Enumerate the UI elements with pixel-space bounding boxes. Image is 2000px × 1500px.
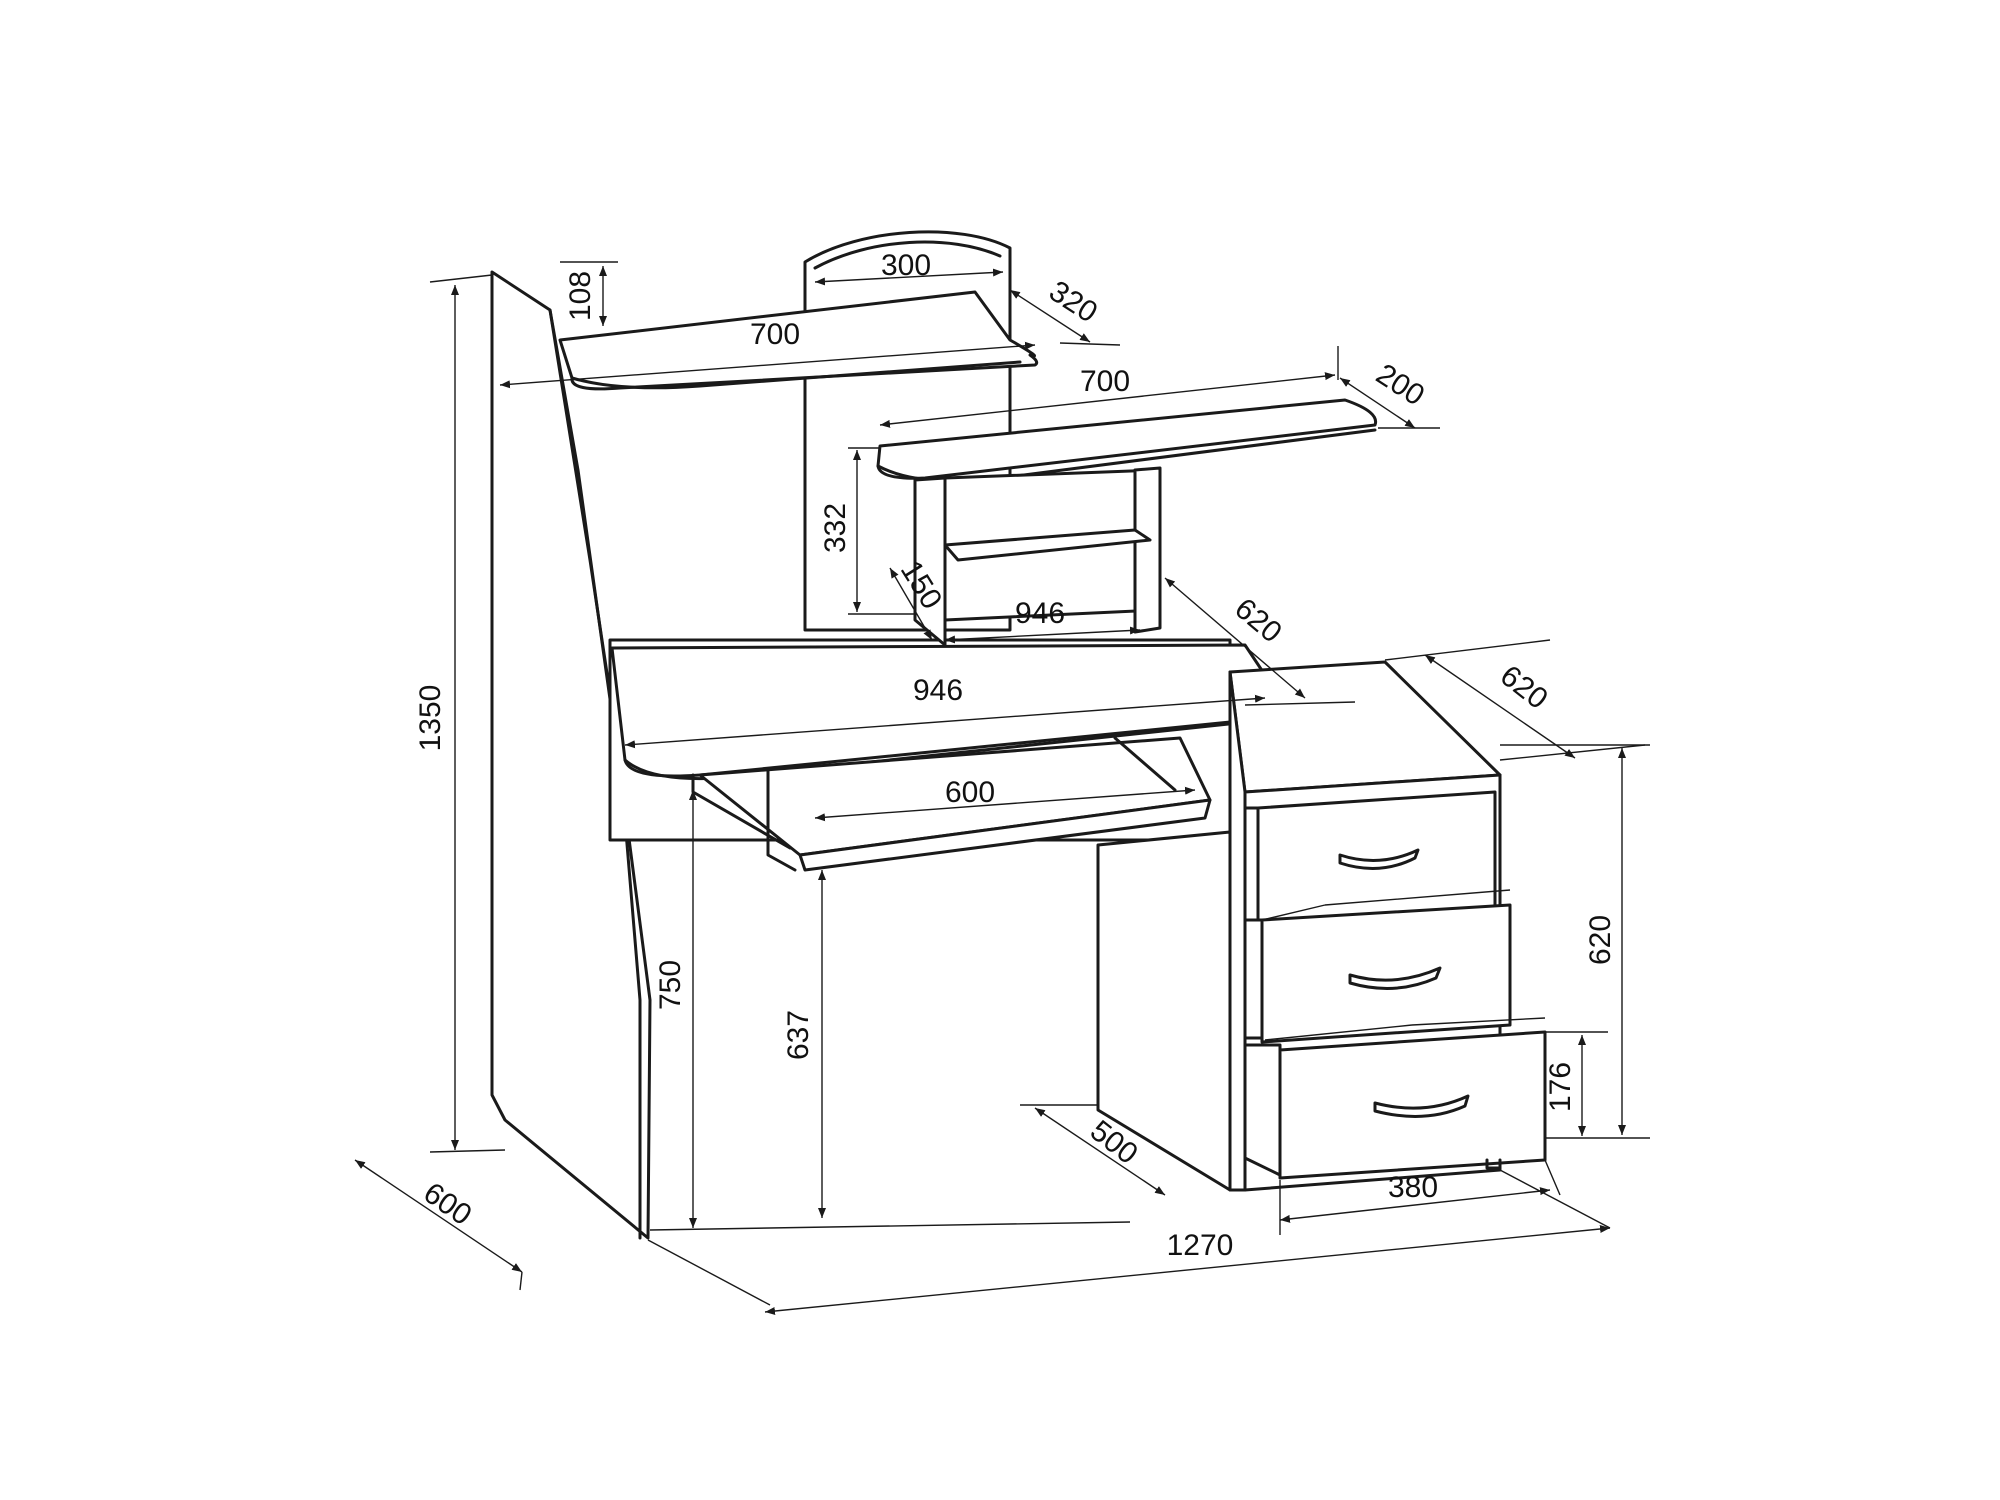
drawer-1-front (1256, 790, 1497, 927)
niche-right-post (1133, 466, 1162, 634)
arch-inner-line (813, 240, 1002, 270)
label-arch-width: 300 (881, 249, 931, 282)
label-top-shelf-depth: 320 (1043, 275, 1103, 330)
drawer-1-handle (1338, 848, 1420, 870)
label-height-total: 1350 (414, 685, 447, 752)
niche-shelf (943, 528, 1152, 562)
label-niche-height: 332 (819, 503, 852, 553)
keyboard-bracket-left (766, 768, 797, 872)
drawer-3-side (1243, 1043, 1282, 1177)
label-overall-width: 1270 (1167, 1229, 1234, 1262)
label-drawer-width: 380 (1388, 1171, 1438, 1204)
label-niche-width: 946 (1015, 597, 1065, 630)
label-cabinet-depth: 620 (1494, 659, 1554, 716)
drawer-3-foot (1485, 1158, 1502, 1170)
label-desk-height: 750 (654, 960, 687, 1010)
cabinet-top (1228, 660, 1502, 794)
label-keyboard-height: 637 (782, 1010, 815, 1060)
drawer-2-side (1243, 918, 1264, 1040)
drawer-3-front (1278, 1030, 1547, 1180)
label-cabinet-height: 620 (1584, 915, 1617, 965)
label-top-shelf-width: 700 (750, 318, 800, 351)
drawer-3-handle (1373, 1094, 1470, 1118)
label-depth-side: 600 (417, 1176, 477, 1232)
label-drawer-height: 176 (1544, 1062, 1577, 1112)
label-top-shelf-height: 108 (564, 271, 597, 321)
dimension-lines (354, 261, 1650, 1315)
label-desk-width: 946 (913, 674, 963, 707)
drawer-2-front (1260, 903, 1512, 1044)
label-mid-shelf-width: 700 (1080, 365, 1130, 398)
drawer-3-guide (1264, 1017, 1546, 1041)
label-keyboard-width: 600 (945, 776, 995, 809)
drawer-2-handle (1348, 966, 1442, 990)
drawer-1-side (1243, 806, 1260, 927)
drawer-2-guide (1261, 889, 1511, 921)
